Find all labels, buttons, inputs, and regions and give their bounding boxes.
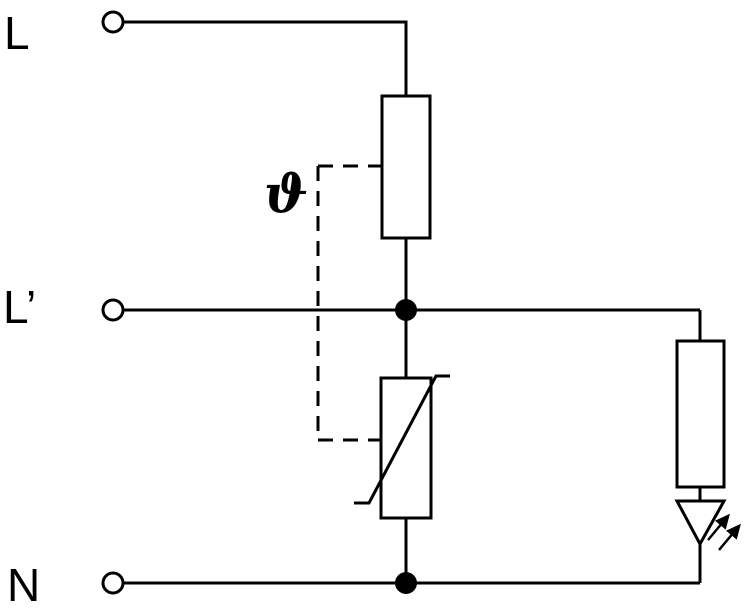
terminal-l-circle (101, 10, 125, 34)
junction-dot-l-prime (395, 299, 417, 321)
label-thermal-coupling-theta: ϑ (264, 164, 308, 225)
label-terminal-l: L (4, 7, 30, 59)
wire-l-to-fuse (123, 20, 408, 96)
junction-dot-n (395, 572, 417, 594)
label-terminal-l-prime: L’ (3, 281, 36, 333)
thermal-fuse (380, 94, 432, 240)
varistor-diagonal-strike (354, 374, 450, 505)
terminal-l-prime-circle (101, 298, 125, 322)
terminal-n-circle (101, 571, 125, 595)
label-terminal-n: N (7, 559, 40, 608)
led-triangle (674, 499, 727, 548)
light-arrow-2 (718, 523, 741, 551)
light-arrow-1 (707, 513, 730, 541)
light-emission-arrows (707, 513, 741, 551)
resistor-body (675, 339, 726, 489)
